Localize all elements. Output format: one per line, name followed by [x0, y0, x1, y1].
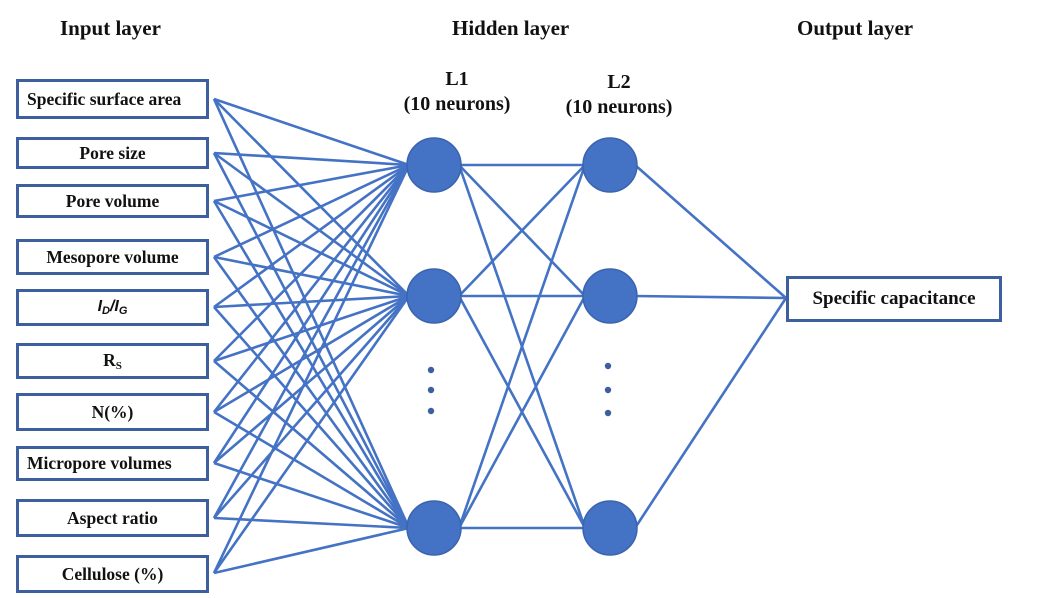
l2-ellipsis-dot-0 [604, 362, 612, 370]
ellipsis-dots [427, 362, 612, 417]
edge-input-0-l1-1 [213, 98, 410, 297]
edge-input-3-l1-2 [212, 256, 411, 529]
input-n-percent: N(%) [16, 393, 209, 431]
edge-input-2-l1-1 [213, 199, 410, 298]
input-specific-surface-area: Specific surface area [16, 79, 209, 119]
edge-input-4-l1-0 [213, 163, 410, 309]
edge-input-8-l1-0 [212, 164, 411, 519]
l1-ellipsis-dot-0 [427, 366, 435, 374]
l2-neuron-1 [582, 268, 638, 324]
l1-ellipsis-dot-2 [427, 407, 435, 415]
l2-label: L2 (10 neurons) [550, 70, 688, 120]
l2-neuron-0 [582, 137, 638, 193]
edge-l2-1-output [634, 294, 787, 300]
input-label: Pore volume [65, 190, 160, 211]
input-label: Mesopore volume [46, 246, 179, 267]
edge-input-6-l1-2 [213, 410, 410, 530]
input-label: Aspect ratio [67, 507, 158, 528]
edge-input-6-l1-0 [212, 164, 411, 413]
input-aspect-ratio: Aspect ratio [16, 499, 209, 537]
edge-l2-0-output [634, 164, 787, 299]
l1-neurons: (10 neurons) [403, 93, 511, 115]
edge-input-1-l1-1 [213, 151, 410, 298]
edge-input-4-l1-1 [213, 294, 410, 309]
input-label: N(%) [91, 401, 134, 422]
l2-ellipsis-dot-2 [604, 409, 612, 417]
output-layer-heading: Output layer [797, 16, 914, 40]
edge-input-0-l1-0 [213, 97, 410, 167]
edge-l1-1-l2-0 [458, 164, 586, 297]
edge-input-5-l1-1 [213, 294, 410, 363]
input-pore-size: Pore size [16, 137, 209, 169]
edge-input-4-l1-2 [213, 306, 410, 529]
edge-input-7-l1-0 [212, 164, 411, 464]
input-pore-volume: Pore volume [16, 184, 209, 218]
edge-input-7-l1-2 [213, 461, 410, 530]
input-id-ig: ID/IG [16, 289, 209, 326]
l1-neuron-2 [406, 500, 462, 556]
input-cellulose: Cellulose (%) [16, 555, 209, 593]
edge-l2-2-output [633, 297, 788, 529]
edge-input-5-l1-2 [213, 360, 410, 529]
edge-input-9-l1-0 [212, 164, 411, 574]
l2-neuron-2 [582, 500, 638, 556]
edge-input-9-l1-2 [213, 526, 410, 575]
edge-input-6-l1-1 [213, 294, 410, 414]
edge-input-1-l1-0 [213, 151, 410, 167]
l2-neurons: (10 neurons) [565, 96, 673, 118]
input-label: Cellulose (%) [61, 563, 164, 584]
edge-input-5-l1-0 [213, 164, 410, 362]
edge-input-3-l1-1 [213, 255, 410, 298]
hidden-layer-heading: Hidden layer [452, 16, 570, 40]
edge-input-2-l1-2 [212, 200, 411, 529]
input-label: ID/IG [97, 298, 128, 317]
edge-input-2-l1-0 [213, 163, 410, 203]
l1-neuron-0 [406, 137, 462, 193]
input-label: Pore size [79, 142, 146, 163]
edge-input-3-l1-0 [213, 163, 410, 259]
l1-ellipsis-dot-1 [427, 386, 435, 394]
l1-label: L1 (10 neurons) [388, 67, 526, 117]
edge-input-9-l1-1 [212, 295, 411, 574]
neurons [406, 137, 638, 556]
l2-ellipsis-dot-1 [604, 386, 612, 394]
edge-input-8-l1-1 [213, 295, 410, 519]
connections [212, 97, 788, 575]
output-specific-capacitance: Specific capacitance [786, 276, 1002, 322]
input-mesopore-volume: Mesopore volume [16, 239, 209, 275]
edge-input-8-l1-2 [213, 516, 410, 530]
l2-name: L2 [607, 71, 631, 93]
output-label: Specific capacitance [812, 288, 976, 309]
input-micropore-volumes: Micropore volumes [16, 446, 209, 481]
input-label: Micropore volumes [27, 453, 172, 473]
edge-input-7-l1-1 [213, 295, 410, 464]
l1-name: L1 [445, 68, 469, 90]
input-label: RS [103, 350, 122, 372]
edge-l1-2-l2-0 [457, 164, 587, 529]
input-label: Specific surface area [27, 88, 182, 109]
input-layer-heading: Input layer [60, 16, 161, 40]
input-rs: RS [16, 343, 209, 379]
edge-l1-2-l2-1 [457, 295, 587, 529]
l1-neuron-1 [406, 268, 462, 324]
